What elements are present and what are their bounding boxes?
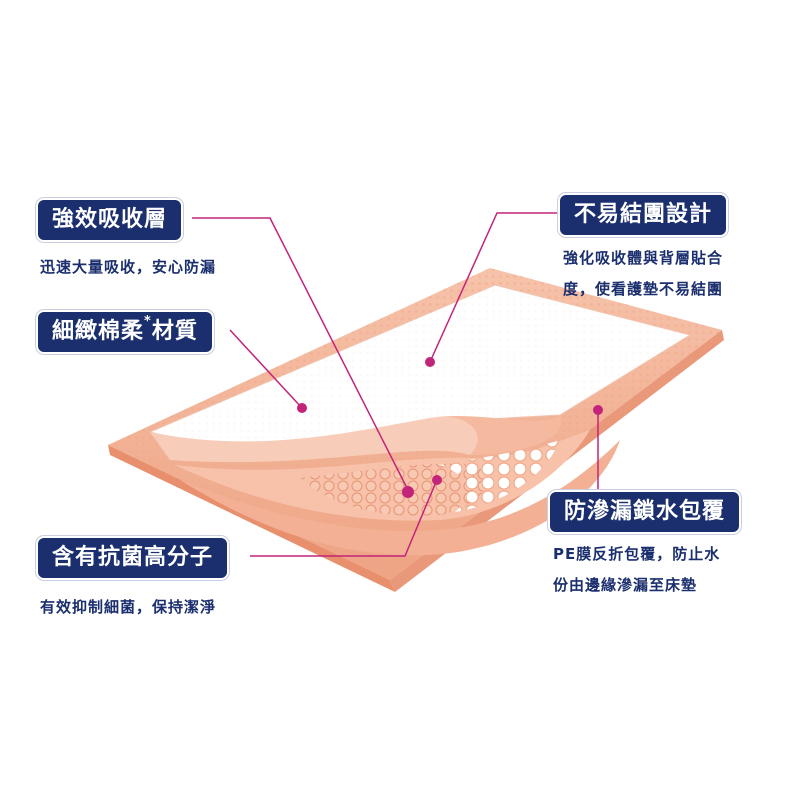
label-noclump-desc-line-1: 強化吸收體與背層貼合 <box>563 249 724 267</box>
marker-dot-antibac <box>432 475 442 485</box>
leader-line-cotton <box>229 329 303 409</box>
label-antibac-desc: 有效抑制細菌，保持潔淨 <box>40 598 217 616</box>
label-noclump-title: 不易結團設計 <box>558 193 729 237</box>
leader-line-absorb <box>192 217 409 491</box>
label-leakproof-title: 防滲漏鎖水包覆 <box>548 490 742 534</box>
leader-line-antibac <box>250 481 437 557</box>
marker-dot-noclump <box>425 357 435 367</box>
label-leakproof-desc-line-1: PE膜反折包覆，防止水 <box>553 545 721 563</box>
marker-dot-absorb <box>402 486 414 498</box>
label-antibac-title: 含有抗菌高分子 <box>36 536 230 580</box>
pad-top-sheet <box>148 284 692 453</box>
label-cotton-title-tail: 材質 <box>151 319 198 344</box>
marker-dot-cotton <box>297 403 307 413</box>
label-cotton-title: 細緻棉柔*材質 <box>36 310 214 354</box>
marker-dot-leakproof <box>593 405 603 415</box>
label-noclump-desc: 強化吸收體與背層貼合 度，使看護墊不易結團 <box>563 243 723 305</box>
label-leakproof-desc-line-2: 份由邊緣滲漏至床墊 <box>553 576 698 594</box>
label-cotton-title-main: 細緻棉柔 <box>52 319 145 344</box>
label-absorb-title: 強效吸收層 <box>36 198 184 242</box>
label-leakproof-desc: PE膜反折包覆，防止水 份由邊緣滲漏至床墊 <box>553 539 720 601</box>
label-noclump-desc-line-2: 度，使看護墊不易結團 <box>563 280 724 298</box>
label-absorb-desc: 迅速大量吸收，安心防漏 <box>40 258 217 276</box>
label-cotton-title-mark: * <box>144 314 152 329</box>
pad-cutaway-layers <box>150 415 620 556</box>
leader-line-noclump <box>429 212 558 363</box>
